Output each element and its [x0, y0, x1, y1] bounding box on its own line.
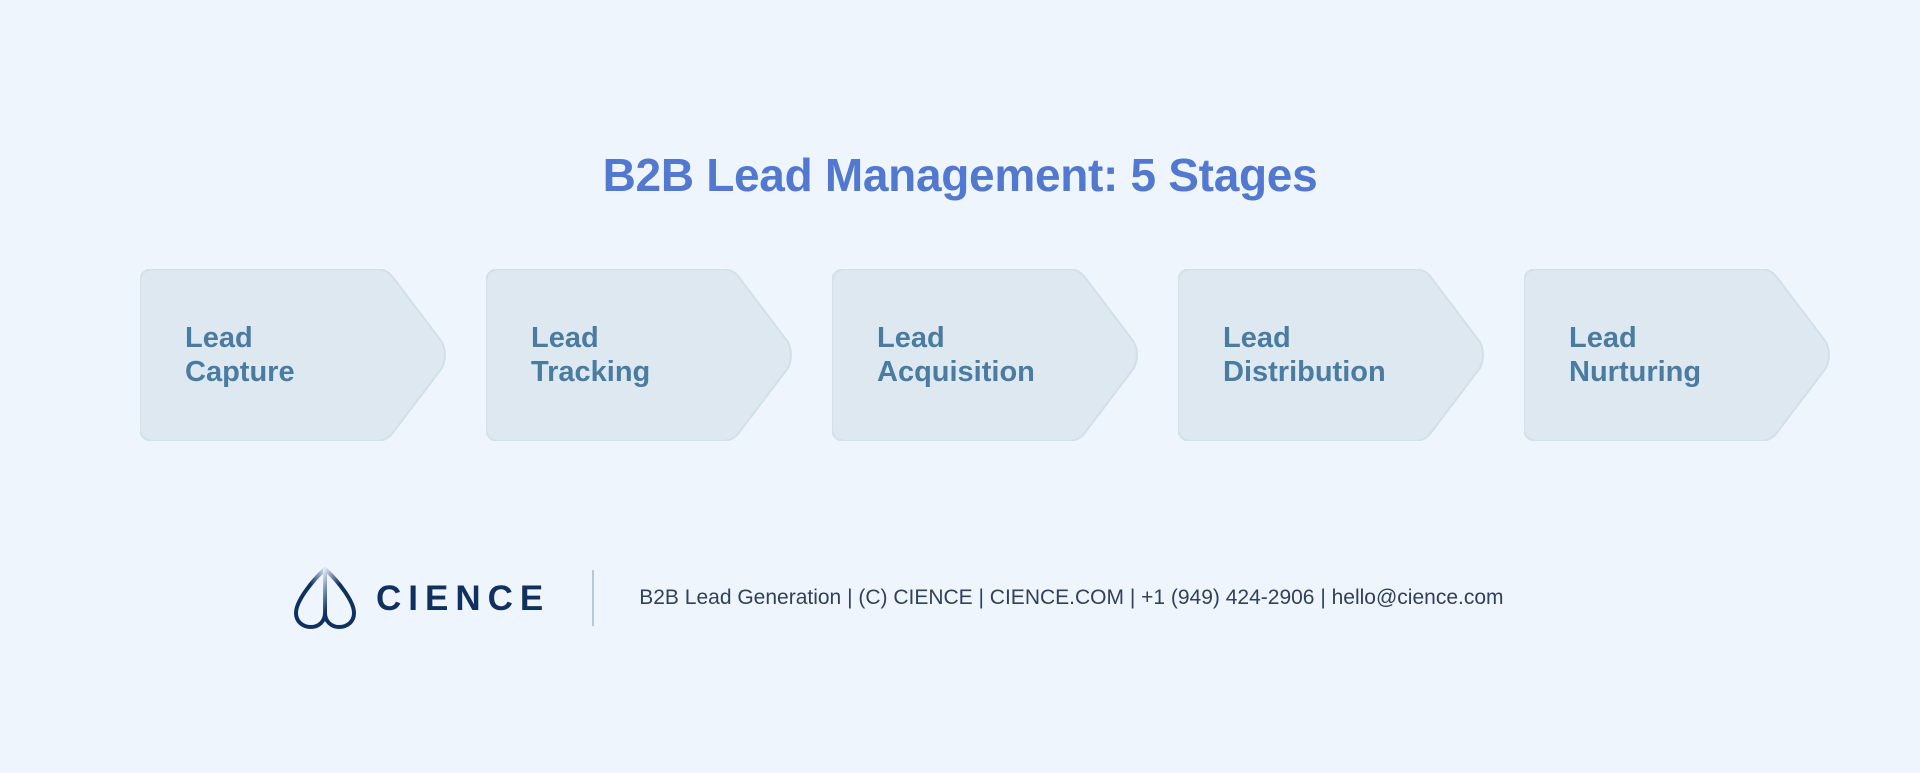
- cience-wordmark: CIENCE: [376, 578, 551, 618]
- chevron-shape-icon: [1524, 268, 1830, 441]
- stage-lead-tracking[interactable]: Lead Tracking: [486, 268, 794, 441]
- footer-divider: [592, 570, 595, 626]
- page-title: B2B Lead Management: 5 Stages: [602, 149, 1318, 201]
- chevron-shape-icon: [1178, 268, 1484, 441]
- chevron-shape-icon: [140, 268, 446, 441]
- footer: CIENCE B2B Lead Generation | (C) CIENCE …: [0, 567, 1920, 629]
- cience-arch-mark-icon: [294, 567, 356, 629]
- chevron-shape-icon: [486, 268, 792, 441]
- stage-label: Lead Nurturing: [1569, 321, 1702, 388]
- footer-contact-text: B2B Lead Generation | (C) CIENCE | CIENC…: [639, 586, 1504, 610]
- chevron-shape-icon: [832, 268, 1138, 441]
- stage-lead-acquisition[interactable]: Lead Acquisition: [832, 268, 1140, 441]
- stage-lead-distribution[interactable]: Lead Distribution: [1178, 268, 1486, 441]
- process-flow: Lead Capture Lead Tracking Lead Acquisit…: [0, 268, 1920, 441]
- stage-label: Lead Acquisition: [877, 321, 1035, 388]
- title-container: B2B Lead Management: 5 Stages: [0, 0, 1920, 201]
- stage-label: Lead Capture: [185, 321, 295, 388]
- stage-label: Lead Tracking: [531, 321, 651, 388]
- stage-label: Lead Distribution: [1223, 321, 1386, 388]
- cience-logo[interactable]: CIENCE: [292, 567, 550, 629]
- stage-lead-nurturing[interactable]: Lead Nurturing: [1524, 268, 1832, 441]
- stage-lead-capture[interactable]: Lead Capture: [140, 268, 448, 441]
